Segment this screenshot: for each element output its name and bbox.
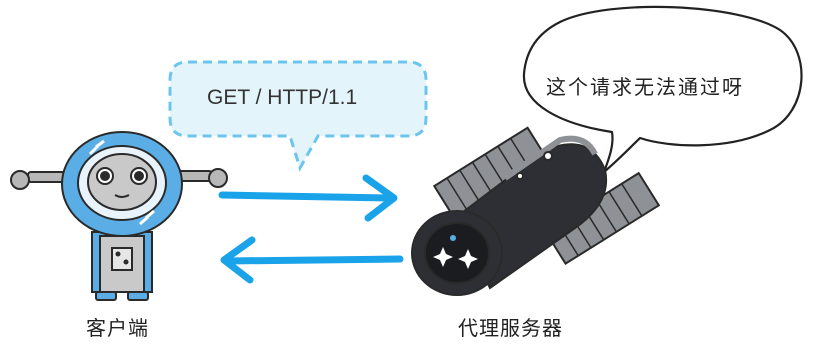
satellite-proxy-icon	[411, 126, 661, 296]
arrow-right-icon	[218, 174, 398, 222]
robot-client-icon	[10, 131, 228, 301]
request-line-text: GET / HTTP/1.1	[207, 86, 358, 109]
arrow-left-icon	[220, 236, 404, 284]
proxy-server-label: 代理服务器	[458, 316, 563, 340]
speech-bubble	[522, 5, 803, 174]
request-bubble	[168, 60, 428, 172]
speech-bubble-text: 这个请求无法通过呀	[546, 75, 744, 99]
client-label: 客户端	[86, 316, 149, 340]
